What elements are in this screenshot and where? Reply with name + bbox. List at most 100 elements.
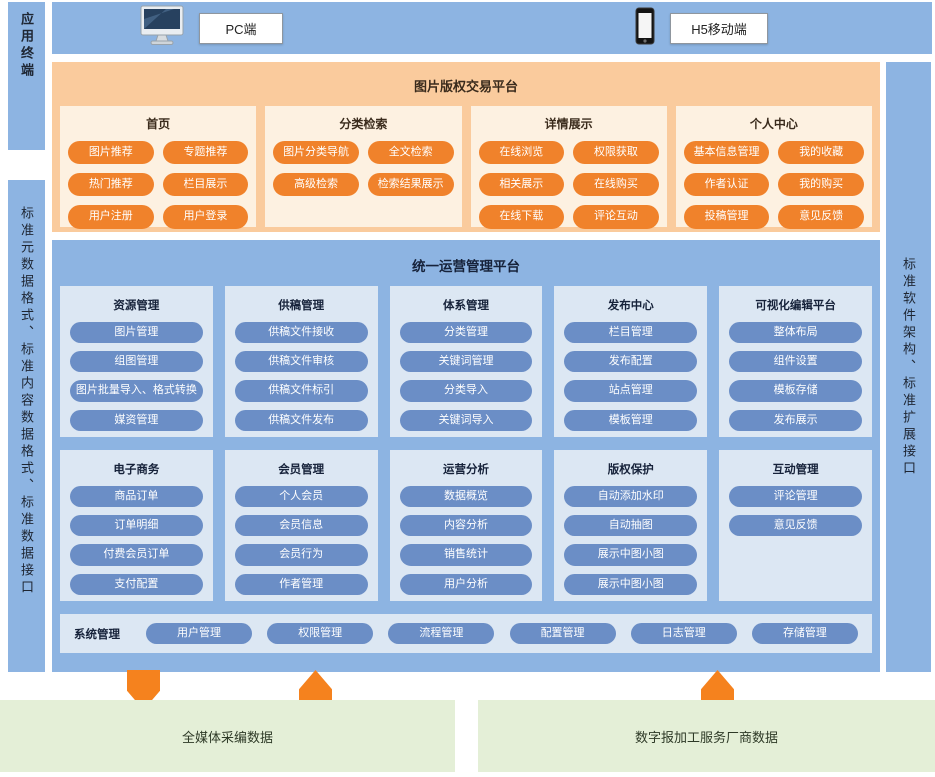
group-copyright-protection: 版权保护 自动添加水印自动抽图展示中图小图展示中图小图 [554, 450, 708, 601]
system-management-title: 系统管理 [74, 628, 120, 641]
module-pill: 个人会员 [234, 486, 368, 508]
system-module-pill: 配置管理 [509, 622, 616, 645]
management-row-1: 资源管理 图片管理组图管理图片批量导入、格式转换媒资管理 供稿管理 供稿文件接收… [60, 286, 872, 437]
module-pill: 付费会员订单 [70, 544, 203, 566]
module-pill: 支付配置 [70, 573, 203, 595]
feature-pill: 全文检索 [367, 141, 454, 165]
module-pill: 模板管理 [564, 409, 698, 431]
feature-pill: 相关展示 [478, 173, 565, 197]
module-pill: 供稿文件标引 [234, 380, 368, 402]
group-contribution-management: 供稿管理 供稿文件接收供稿文件审核供稿文件标引供稿文件发布 [224, 286, 378, 437]
group-resource-management: 资源管理 图片管理组图管理图片批量导入、格式转换媒资管理 [60, 286, 213, 437]
group-items: 整体布局组件设置模板存储发布展示 [729, 322, 862, 431]
module-pill: 订单明细 [70, 515, 203, 537]
column-items: 图片推荐专题推荐热门推荐栏目展示用户注册用户登录 [68, 141, 249, 229]
feature-pill: 我的收藏 [778, 141, 864, 165]
system-module-pill: 用户管理 [146, 622, 252, 645]
app-terminal-sidebar: 应用终端 [8, 2, 45, 150]
column-title: 详情展示 [544, 117, 593, 131]
group-title: 电子商务 [113, 464, 160, 476]
column-category-search: 分类检索 图片分类导航全文检索高级检索检索结果展示 [265, 106, 462, 227]
module-pill: 模板存储 [729, 380, 862, 402]
group-title: 发布中心 [607, 300, 654, 312]
system-module-pill: 日志管理 [630, 622, 737, 645]
feature-pill: 图片分类导航 [273, 141, 359, 165]
group-title: 运营分析 [442, 464, 489, 476]
group-title: 供稿管理 [278, 300, 325, 312]
feature-pill: 我的购买 [778, 173, 864, 197]
trading-platform-section: 图片版权交易平台 首页 图片推荐专题推荐热门推荐栏目展示用户注册用户登录 分类检… [52, 62, 880, 232]
group-ecommerce: 电子商务 商品订单订单明细付费会员订单支付配置 [60, 450, 213, 601]
module-pill: 发布展示 [729, 409, 862, 431]
group-items: 栏目管理发布配置站点管理模板管理 [564, 322, 698, 431]
module-pill: 组图管理 [70, 351, 203, 373]
data-standards-sidebar: 标准元数据格式、标准内容数据格式、标准数据接口 [8, 180, 45, 672]
group-visual-editing-platform: 可视化编辑平台 整体布局组件设置模板存储发布展示 [719, 286, 872, 437]
group-items: 商品订单订单明细付费会员订单支付配置 [70, 486, 203, 595]
module-pill: 分类导入 [399, 380, 533, 402]
module-pill: 会员行为 [234, 544, 368, 566]
module-pill: 整体布局 [729, 322, 862, 344]
module-pill: 关键词管理 [399, 351, 533, 373]
management-row-2: 电子商务 商品订单订单明细付费会员订单支付配置 会员管理 个人会员会员信息会员行… [60, 450, 872, 601]
data-source-media-editing: 全媒体采编数据 [0, 700, 455, 772]
module-pill: 意见反馈 [729, 515, 862, 537]
group-title: 可视化编辑平台 [755, 300, 836, 312]
group-title: 体系管理 [442, 300, 489, 312]
module-pill: 图片管理 [70, 322, 203, 344]
group-title: 资源管理 [113, 300, 160, 312]
terminal-band: PC端 H5移动端 [52, 2, 932, 54]
column-detail-display: 详情展示 在线浏览权限获取相关展示在线购买在线下载评论互动 [470, 106, 667, 229]
module-pill: 用户分析 [399, 573, 533, 595]
management-platform-title: 统一运营管理平台 [412, 259, 520, 274]
column-items: 图片分类导航全文检索高级检索检索结果展示 [273, 141, 454, 197]
system-management-items: 用户管理权限管理流程管理配置管理日志管理存储管理 [146, 622, 858, 645]
system-module-pill: 存储管理 [751, 622, 858, 645]
module-pill: 数据概览 [399, 486, 533, 508]
h5-terminal-label: H5移动端 [670, 12, 768, 44]
trading-platform-title: 图片版权交易平台 [413, 79, 518, 94]
column-title: 首页 [146, 117, 171, 131]
feature-pill: 权限获取 [573, 141, 659, 165]
module-pill: 展示中图小图 [564, 573, 698, 595]
column-items: 在线浏览权限获取相关展示在线购买在线下载评论互动 [478, 141, 659, 229]
desktop-monitor-icon [140, 5, 184, 52]
group-items: 个人会员会员信息会员行为作者管理 [234, 486, 368, 595]
system-management-row: 系统管理 用户管理权限管理流程管理配置管理日志管理存储管理 [60, 614, 872, 653]
group-taxonomy-management: 体系管理 分类管理关键词管理分类导入关键词导入 [389, 286, 543, 437]
group-title: 互动管理 [772, 464, 819, 476]
feature-pill: 投稿管理 [683, 205, 770, 229]
trading-platform-columns: 首页 图片推荐专题推荐热门推荐栏目展示用户注册用户登录 分类检索 图片分类导航全… [52, 95, 880, 229]
feature-pill: 栏目展示 [162, 173, 249, 197]
system-module-pill: 流程管理 [388, 622, 495, 645]
mobile-phone-icon [635, 7, 655, 50]
group-items: 自动添加水印自动抽图展示中图小图展示中图小图 [564, 486, 698, 595]
module-pill: 供稿文件发布 [234, 409, 368, 431]
feature-pill: 在线下载 [478, 205, 565, 229]
module-pill: 供稿文件审核 [234, 351, 368, 373]
feature-pill: 专题推荐 [162, 141, 249, 165]
h5-terminal: H5移动端 [635, 7, 768, 50]
module-pill: 站点管理 [564, 380, 698, 402]
column-home: 首页 图片推荐专题推荐热门推荐栏目展示用户注册用户登录 [60, 106, 257, 229]
feature-pill: 意见反馈 [778, 205, 864, 229]
feature-pill: 评论互动 [573, 205, 659, 229]
module-pill: 内容分析 [399, 515, 533, 537]
feature-pill: 作者认证 [683, 173, 770, 197]
feature-pill: 高级检索 [273, 173, 359, 197]
system-module-pill: 权限管理 [267, 622, 374, 645]
feature-pill: 在线浏览 [478, 141, 565, 165]
column-personal-center: 个人中心 基本信息管理我的收藏作者认证我的购买投稿管理意见反馈 [675, 106, 872, 229]
module-pill: 自动抽图 [564, 515, 698, 537]
module-pill: 栏目管理 [564, 322, 698, 344]
column-title: 个人中心 [749, 117, 798, 131]
module-pill: 供稿文件接收 [234, 322, 368, 344]
software-standards-sidebar: 标准软件架构、标准扩展接口 [886, 62, 931, 672]
group-items: 分类管理关键词管理分类导入关键词导入 [399, 322, 533, 431]
feature-pill: 图片推荐 [68, 141, 154, 165]
group-items: 供稿文件接收供稿文件审核供稿文件标引供稿文件发布 [234, 322, 368, 431]
module-pill: 分类管理 [399, 322, 533, 344]
feature-pill: 基本信息管理 [683, 141, 770, 165]
module-pill: 媒资管理 [70, 409, 203, 431]
column-items: 基本信息管理我的收藏作者认证我的购买投稿管理意见反馈 [683, 141, 864, 229]
